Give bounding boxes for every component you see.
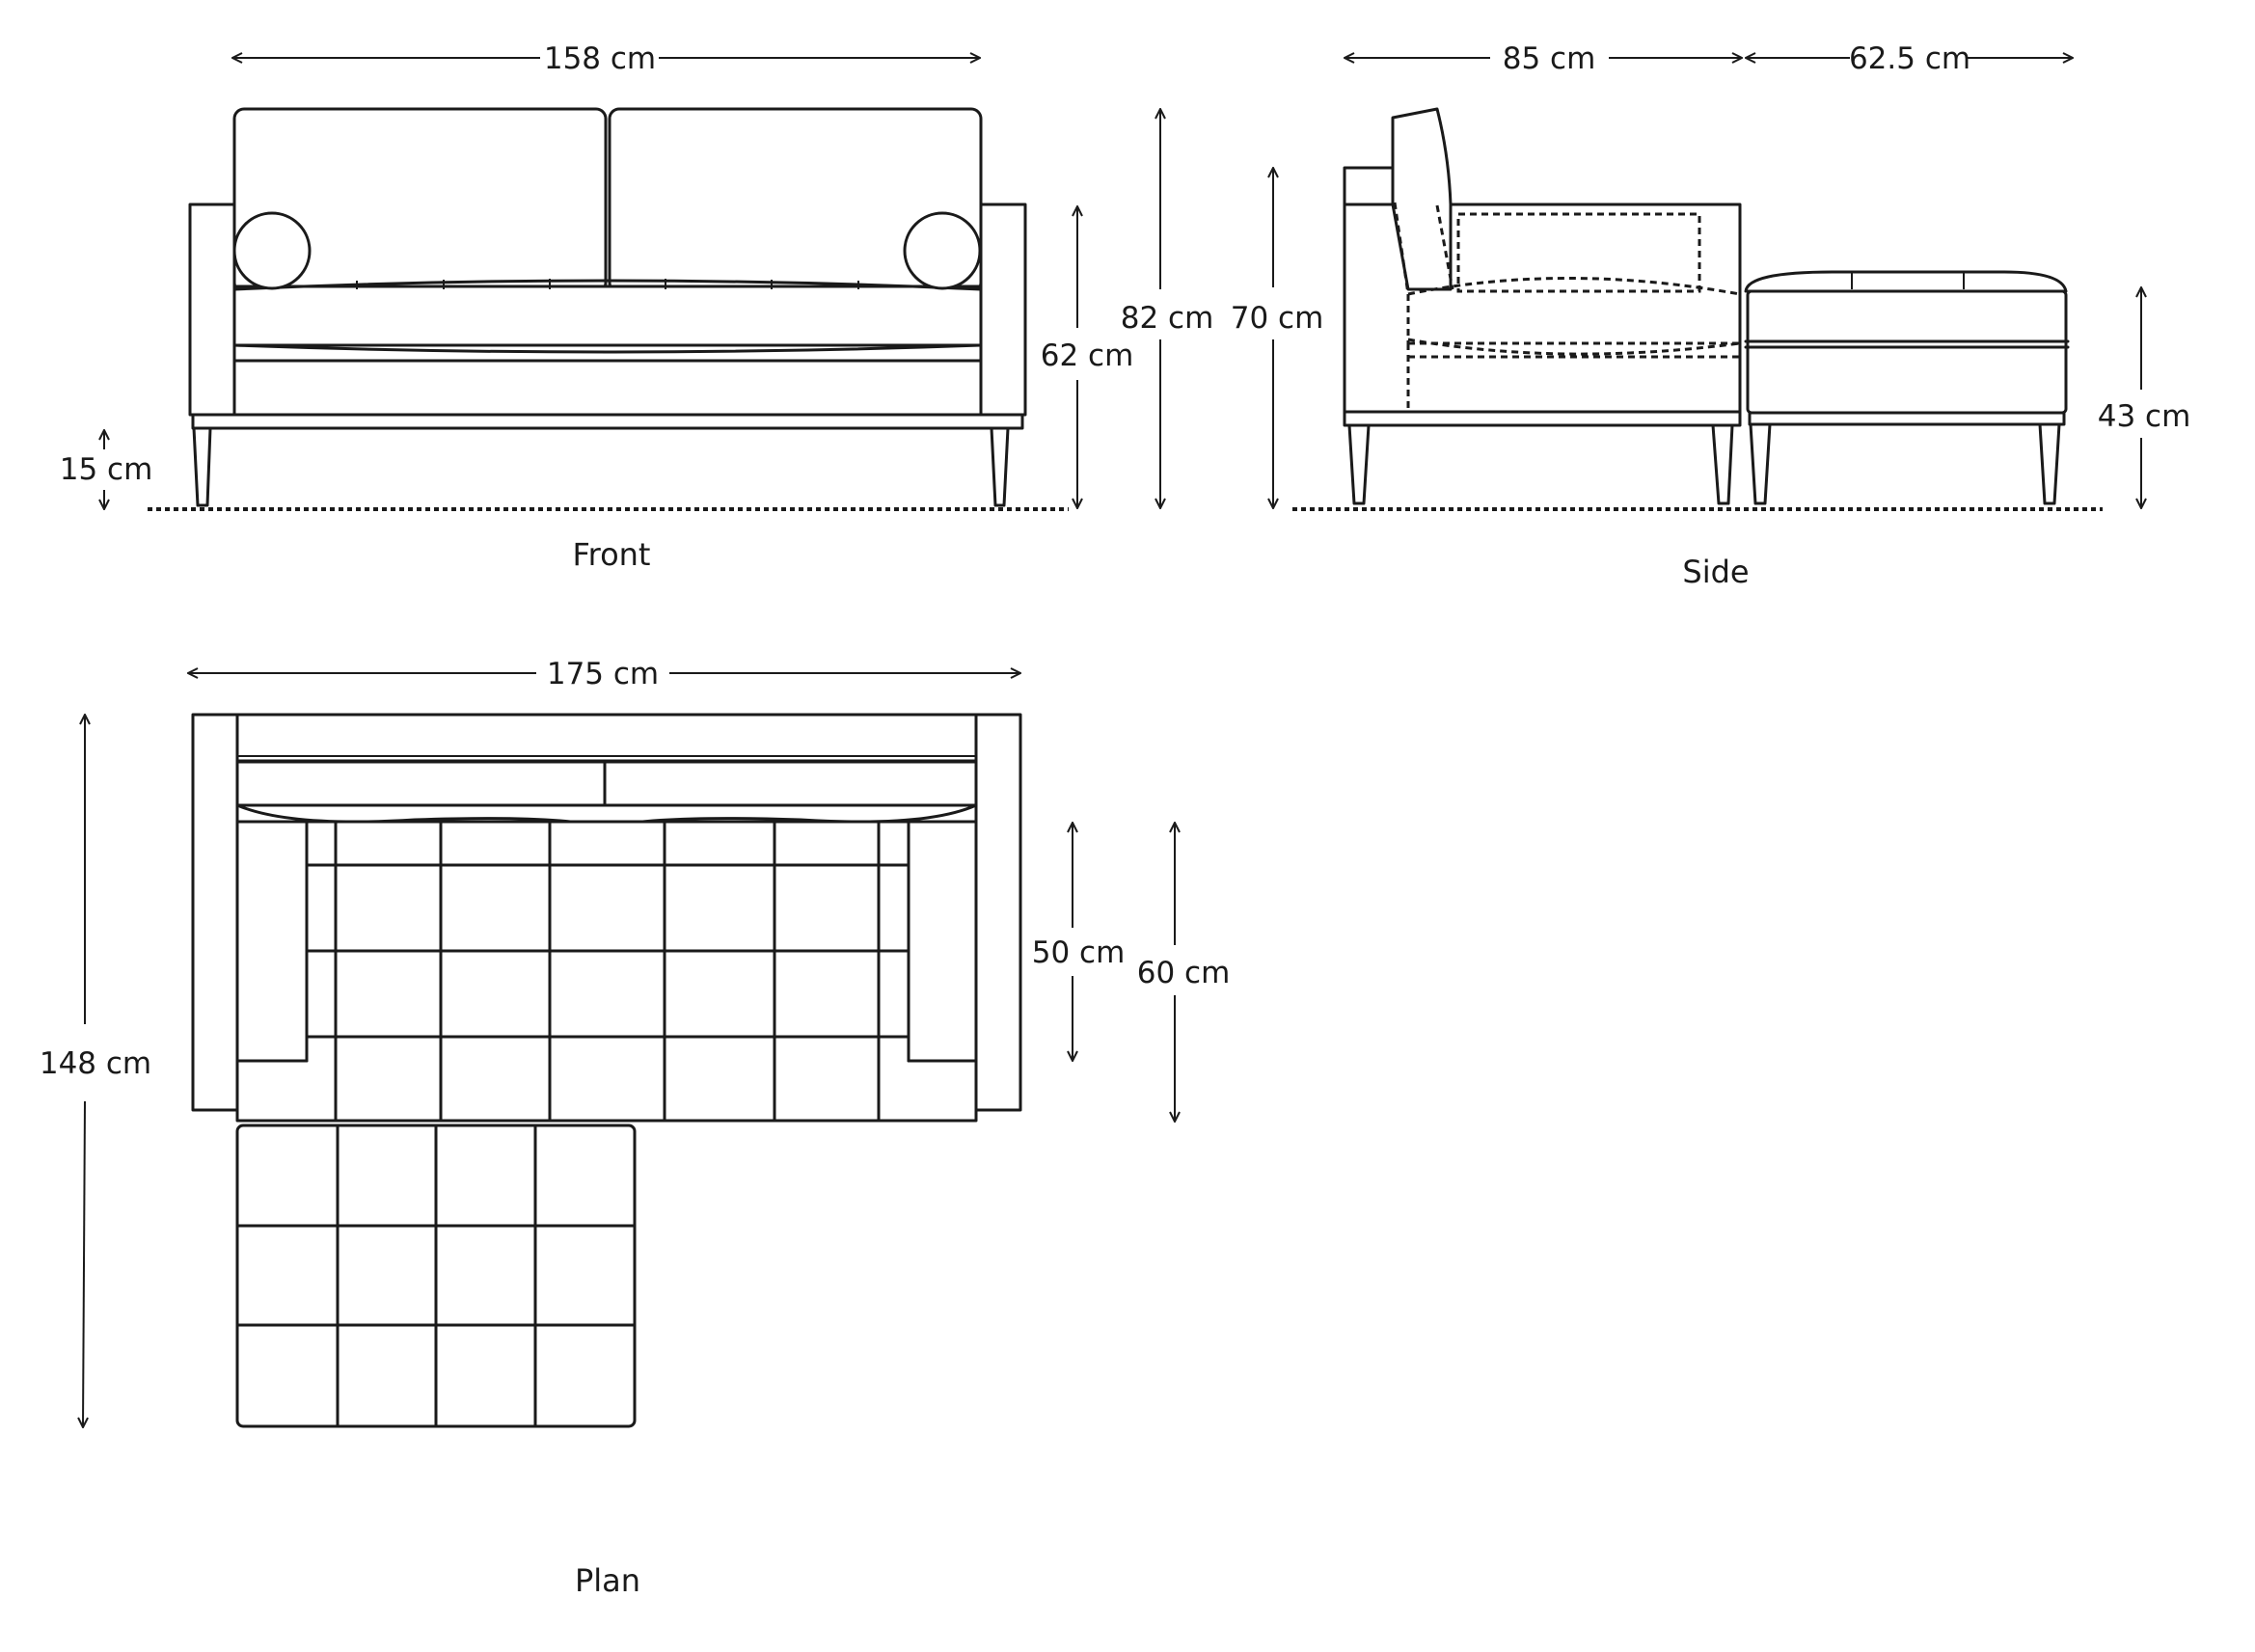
front-left-arm (188, 203, 236, 417)
side-sofa-depth-label: 85 cm (1503, 41, 1596, 76)
side-back-height-label: 70 cm (1231, 301, 1324, 336)
plan-view: 175 cm 148 cm 50 cm 60 cm Plan (40, 657, 1230, 1599)
side-footstool-leg-front (1749, 422, 1772, 505)
side-caption: Side (1682, 554, 1749, 590)
front-bolster-left (232, 211, 312, 290)
side-footstool-body (1746, 289, 2068, 415)
plan-inner-depth-label: 60 cm (1137, 956, 1231, 990)
side-arm-cap (1343, 166, 1395, 206)
side-footstool-top (1744, 270, 2068, 293)
plan-back-cushion-right (603, 760, 978, 807)
plan-left-arm (191, 713, 239, 1112)
plan-width-label: 175 cm (547, 657, 659, 691)
front-base-frame (191, 413, 1024, 430)
front-bolster-right (903, 211, 982, 290)
front-total-height-label: 82 cm (1121, 301, 1214, 336)
plan-back-cushion-left (235, 760, 607, 807)
plan-right-arm (974, 713, 1022, 1112)
front-arm-height-label: 62 cm (1041, 339, 1134, 373)
front-leg-right (990, 426, 1010, 507)
plan-bolster-right (907, 820, 978, 1063)
side-footstool-base (1748, 411, 2066, 426)
plan-bolster-left (235, 820, 309, 1063)
front-leg-height-label: 15 cm (60, 452, 153, 487)
side-hidden-armrest (1456, 212, 1701, 293)
side-sofa-base (1343, 410, 1742, 427)
side-footstool-leg-back (2038, 422, 2061, 505)
side-footstool-height-label: 43 cm (2098, 399, 2191, 434)
front-seat-top-curve (232, 279, 983, 291)
plan-caption: Plan (575, 1562, 640, 1599)
plan-seat-depth-label: 50 cm (1032, 935, 1126, 970)
side-back-cushion (1391, 107, 1453, 291)
plan-seat (235, 820, 978, 1123)
side-sofa-leg-front (1347, 423, 1371, 505)
front-view: 158 cm 62 cm 82 cm 15 cm Front (60, 41, 1214, 573)
plan-total-depth-label: 148 cm (40, 1046, 151, 1081)
side-sofa-leg-back (1711, 423, 1734, 505)
side-view: 85 cm 62.5 cm 70 cm 43 cm Side (1231, 41, 2191, 590)
front-caption: Front (573, 536, 651, 573)
plan-back (235, 713, 978, 763)
front-leg-left (192, 426, 212, 507)
front-right-arm (979, 203, 1027, 417)
side-footstool-depth-label: 62.5 cm (1849, 41, 1970, 76)
front-width-label: 158 cm (544, 41, 656, 76)
